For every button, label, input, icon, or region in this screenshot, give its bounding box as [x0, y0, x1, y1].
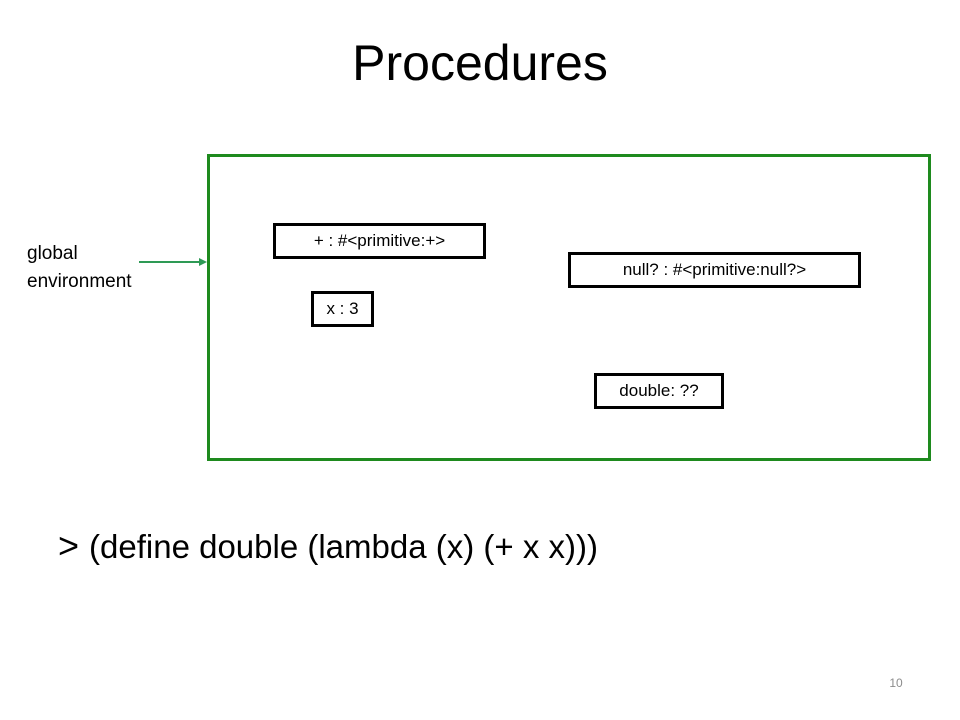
binding-x: x : 3	[311, 291, 374, 327]
binding-double: double: ??	[594, 373, 724, 409]
binding-plus: + : #<primitive:+>	[273, 223, 486, 259]
repl-prompt: >	[58, 525, 80, 566]
global-environment-label: global environment	[27, 240, 132, 296]
global-environment-frame	[207, 154, 931, 461]
repl-code: (define double (lambda (x) (+ x x)))	[89, 528, 598, 565]
slide-title: Procedures	[352, 35, 608, 91]
page-number: 10	[889, 676, 903, 690]
env-label-line-2: environment	[27, 271, 132, 292]
binding-null: null? : #<primitive:null?>	[568, 252, 861, 288]
repl-command: >(define double (lambda (x) (+ x x)))	[58, 522, 598, 571]
env-label-line-1: global	[27, 243, 78, 264]
